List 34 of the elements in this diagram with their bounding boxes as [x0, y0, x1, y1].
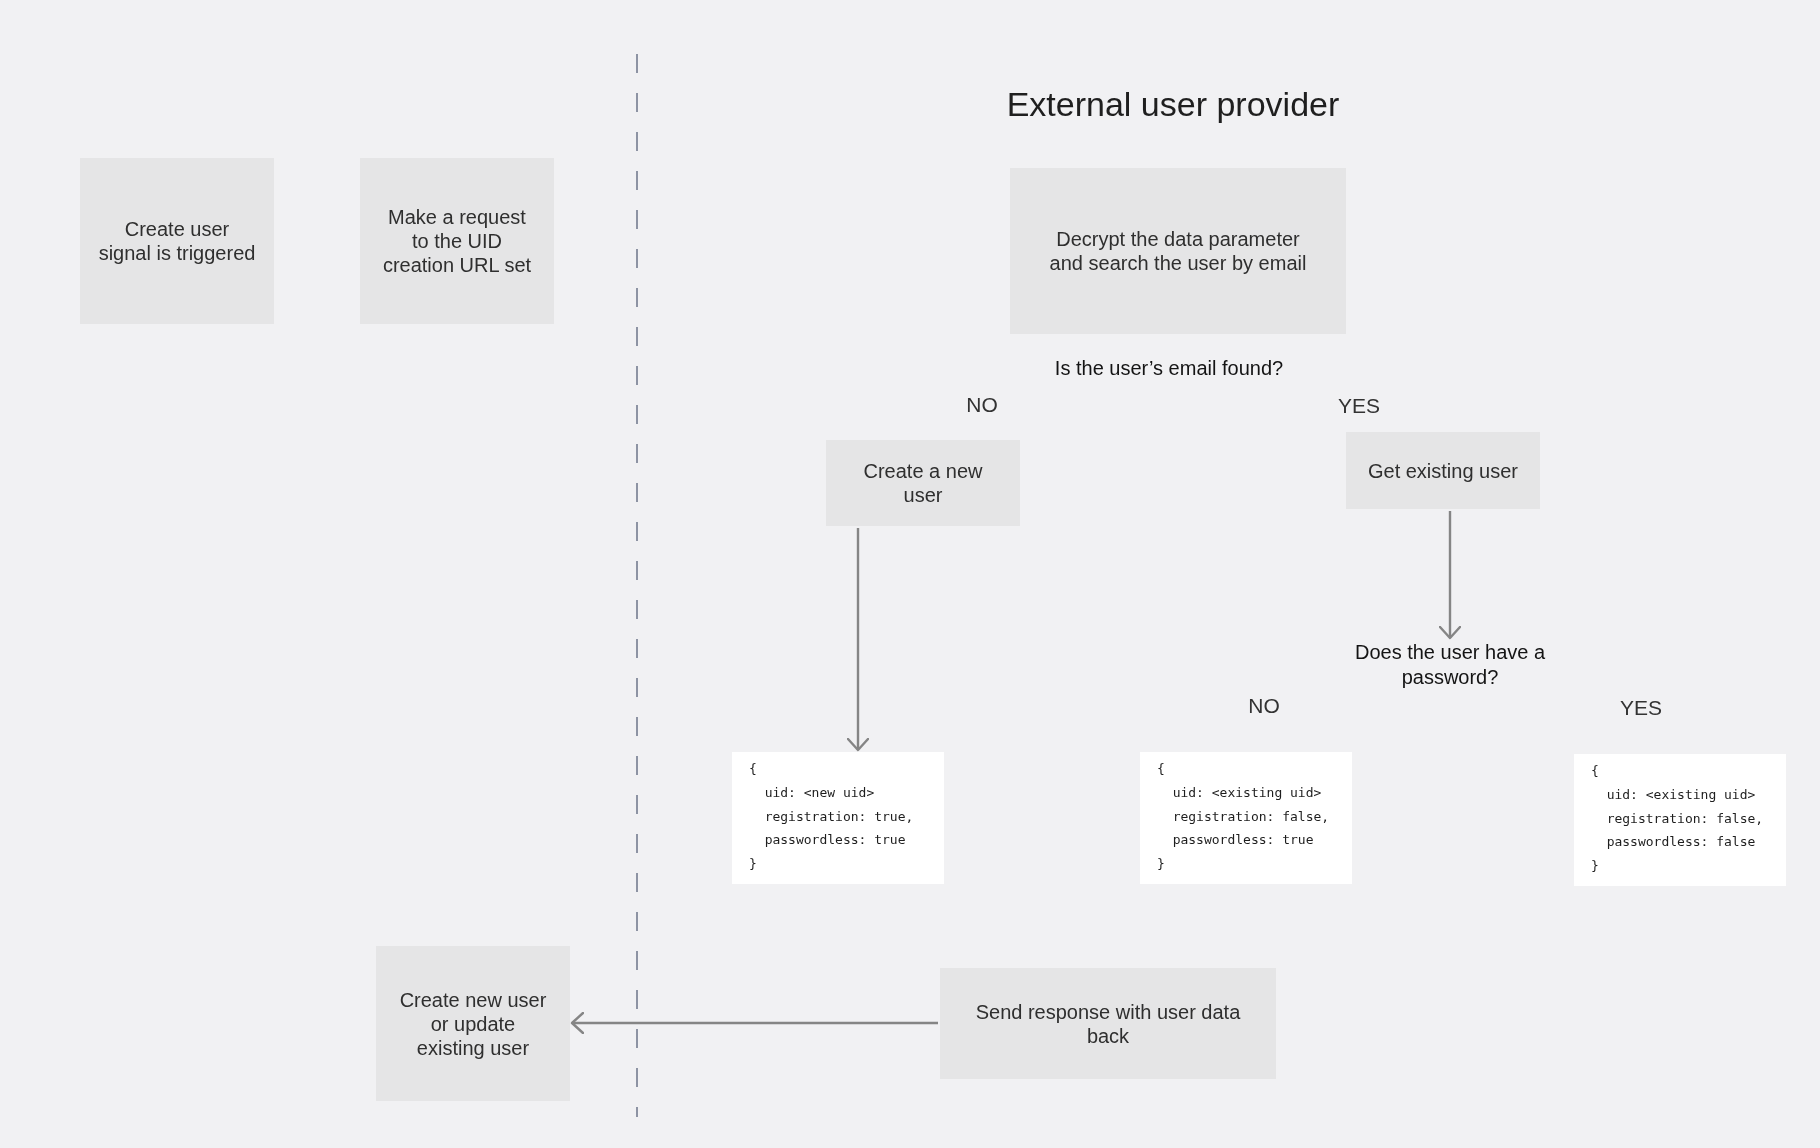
arrow — [1438, 511, 1462, 640]
code-line: } — [1591, 857, 1599, 875]
branch-label: NO — [966, 393, 998, 417]
step-text: Create a new user — [862, 459, 984, 507]
question-text: Is the user’s email found? — [1054, 356, 1284, 380]
arrow — [846, 528, 870, 752]
code-line: { — [1157, 760, 1165, 778]
section-heading: External user provider — [1006, 84, 1340, 124]
branch-label: YES — [1338, 394, 1380, 418]
code-line: { — [1591, 762, 1599, 780]
step-text: Decrypt the data parameter and search the user by email — [1048, 227, 1308, 275]
step-text: Send response with user data back — [974, 999, 1242, 1048]
code-line: uid: <existing uid> — [1172, 783, 1322, 802]
code-box — [732, 752, 944, 884]
step-text: Get existing user — [1367, 458, 1519, 483]
arrow — [570, 1011, 938, 1035]
code-line: registration: false, — [1606, 809, 1764, 828]
question-text: Does the user have a password? — [1335, 640, 1565, 690]
code-line: registration: true, — [764, 807, 914, 826]
step-text: Create user signal is triggered — [97, 217, 257, 265]
code-line: uid: <existing uid> — [1606, 785, 1756, 804]
code-line: uid: <new uid> — [764, 783, 875, 802]
code-line: { — [749, 760, 757, 778]
code-line: passwordless: true — [1172, 831, 1314, 850]
process-box — [376, 946, 570, 1101]
branch-label: NO — [1248, 694, 1280, 718]
step-text: Create new user or update existing user — [398, 987, 548, 1060]
code-line: passwordless: true — [764, 831, 906, 850]
code-line: } — [1157, 855, 1165, 873]
code-line: registration: false, — [1172, 807, 1330, 826]
branch-label: YES — [1620, 696, 1662, 720]
code-line: } — [749, 855, 757, 873]
step-text: Make a request to the UID creation URL set — [381, 205, 533, 277]
code-line: passwordless: false — [1606, 833, 1756, 852]
